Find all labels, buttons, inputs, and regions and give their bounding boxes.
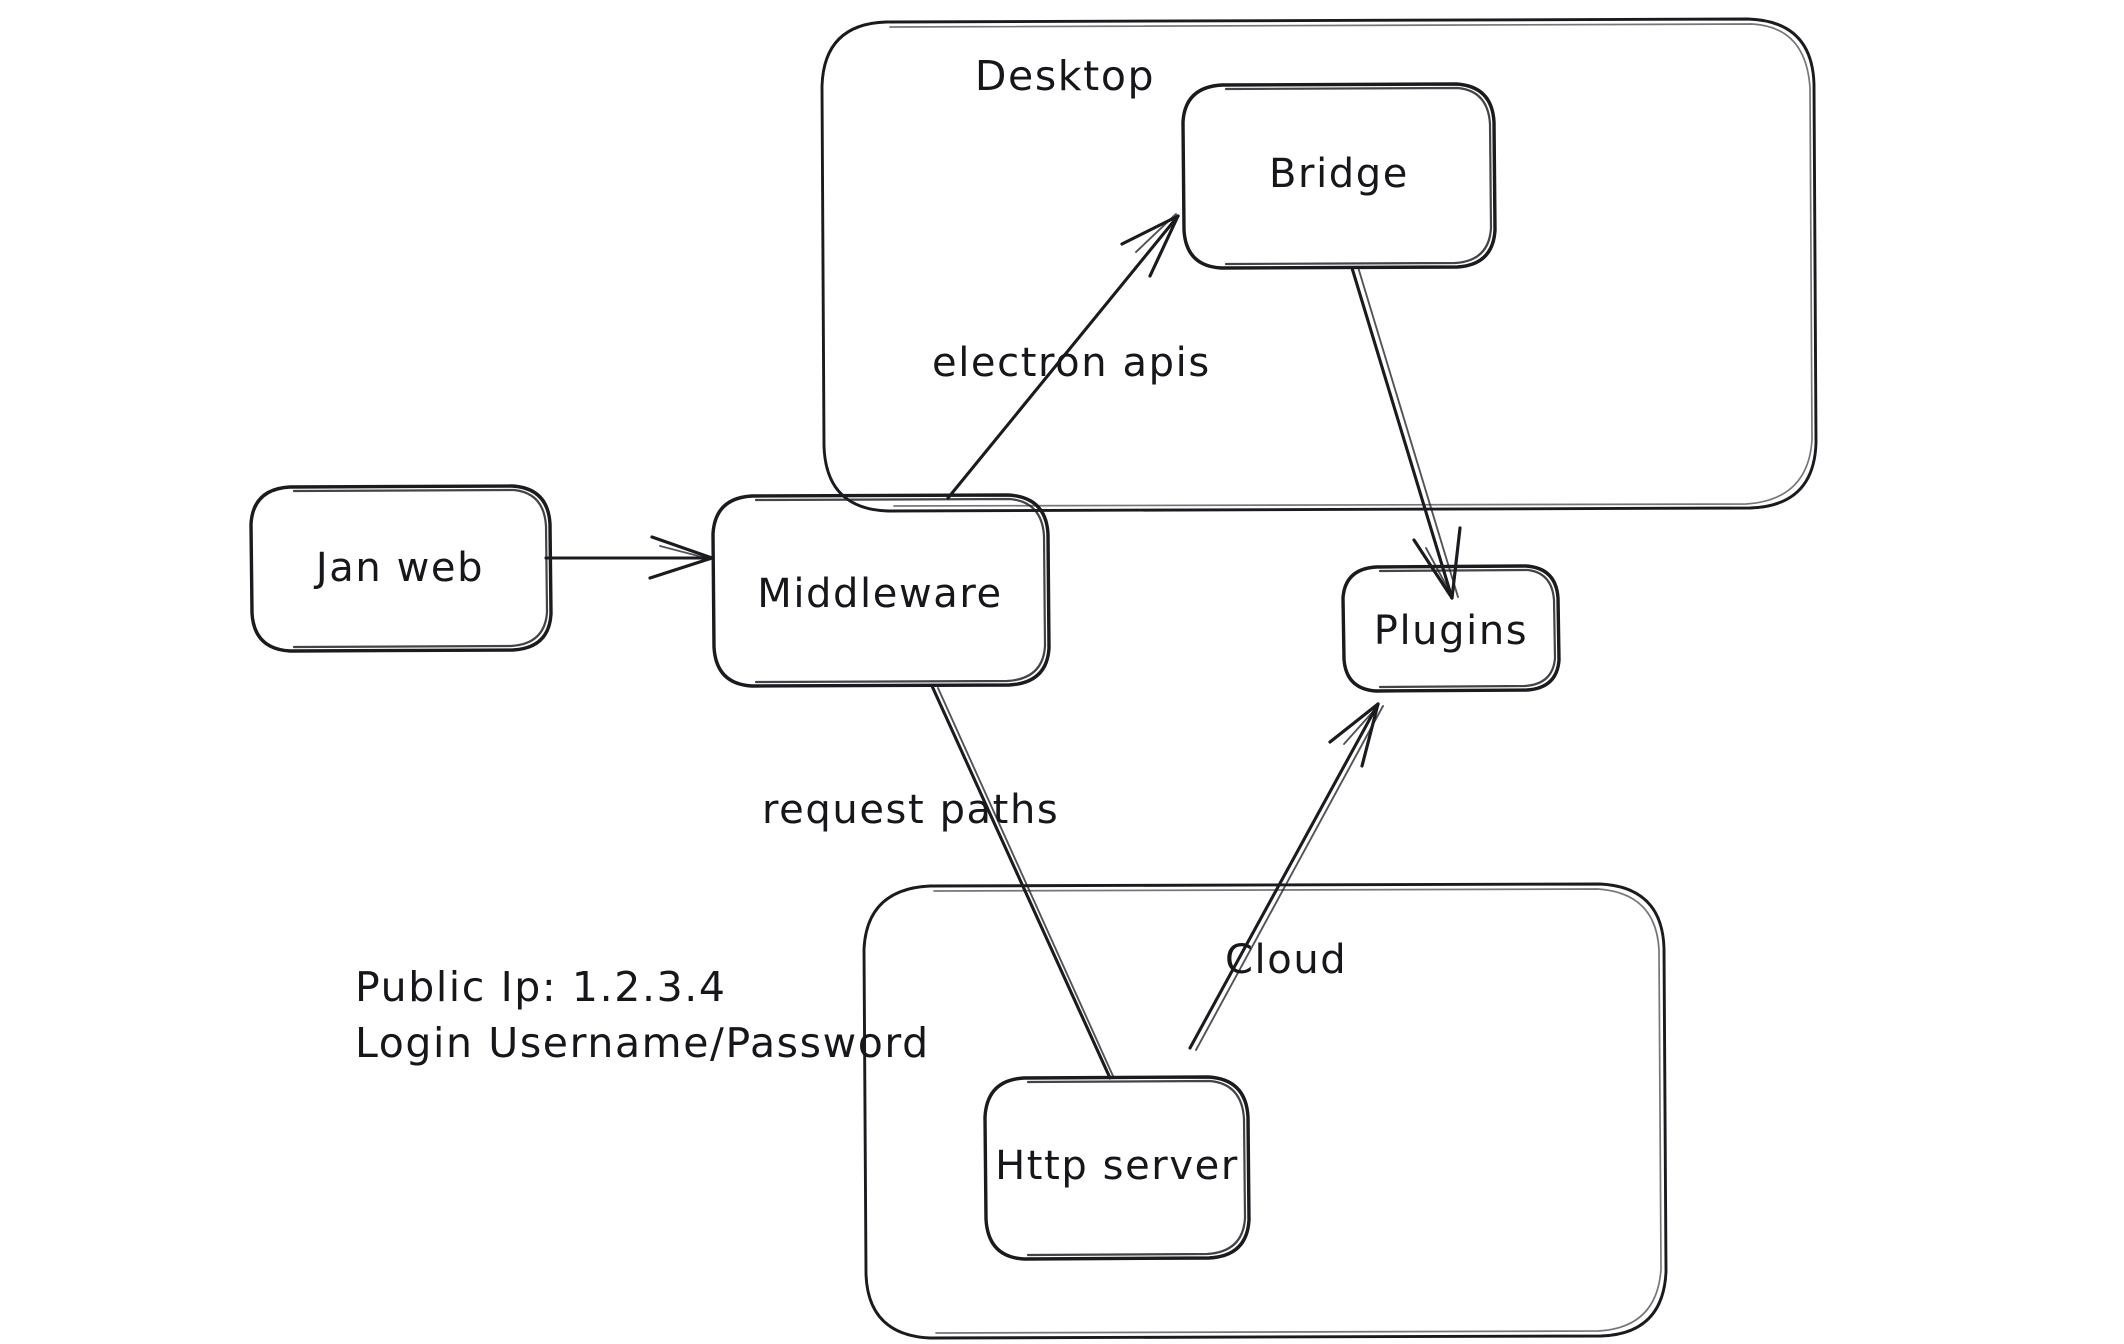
node-border xyxy=(983,1075,1251,1261)
node-label-middleware: Middleware xyxy=(757,571,1003,617)
node-border-sketch xyxy=(1224,86,1493,266)
node-label-jan-web: Jan web xyxy=(313,545,484,591)
group-cloud[interactable] xyxy=(862,882,1668,1340)
node-plugins[interactable]: Plugins xyxy=(1341,564,1561,693)
node-http-server[interactable]: Http server xyxy=(983,1075,1251,1261)
node-border-sketch xyxy=(292,488,549,649)
group-desktop[interactable] xyxy=(820,17,1818,513)
edge-line xyxy=(930,684,1112,1080)
desktop-group-border-sketch xyxy=(889,23,1813,507)
arrow-head-left xyxy=(1328,702,1380,744)
edge-line-sketch xyxy=(1357,266,1459,598)
arrow-head-top xyxy=(650,535,714,560)
edge-httpserver-to-plugins[interactable] xyxy=(1188,702,1384,1051)
edge-label-electron-apis: electron apis xyxy=(932,340,1211,386)
edge-label-request-paths: request paths xyxy=(762,787,1059,833)
arrow-head-bottom xyxy=(648,556,714,580)
arrow-head-right xyxy=(1450,526,1462,600)
arrow-head-left xyxy=(1412,538,1454,600)
node-border-sketch xyxy=(1026,1079,1247,1257)
node-label-bridge: Bridge xyxy=(1269,151,1409,197)
desktop-group-border xyxy=(820,17,1818,513)
edge-label-cloud: Cloud xyxy=(1225,937,1347,983)
arrow-head-extra xyxy=(659,545,711,560)
edge-line-sketch xyxy=(937,687,1114,1077)
arrow-head-right xyxy=(1360,702,1380,768)
cloud-group-border xyxy=(862,882,1668,1340)
arrow-head-extra xyxy=(1135,213,1177,253)
arrow-head-extra xyxy=(1343,705,1379,745)
edge-middleware-to-httpserver[interactable] xyxy=(930,684,1114,1080)
node-border-sketch xyxy=(754,497,1047,684)
note-login: Login Username/Password xyxy=(355,1019,930,1067)
node-label-plugins: Plugins xyxy=(1374,608,1528,654)
edge-bridge-to-plugins[interactable] xyxy=(1350,266,1462,600)
edge-middleware-to-bridge[interactable] xyxy=(946,213,1180,500)
notes-block: Public Ip: 1.2.3.4 Login Username/Passwo… xyxy=(355,963,930,1067)
arrow-head-right xyxy=(1148,214,1180,278)
edge-line xyxy=(1350,266,1454,600)
node-border xyxy=(249,484,553,653)
edge-line xyxy=(946,214,1180,500)
node-border xyxy=(711,493,1051,688)
cloud-group-border-sketch xyxy=(933,888,1662,1334)
node-bridge[interactable]: Bridge xyxy=(1181,82,1497,270)
note-public-ip: Public Ip: 1.2.3.4 xyxy=(355,963,727,1011)
edge-line-sketch xyxy=(1195,705,1384,1051)
node-label-http-server: Http server xyxy=(995,1143,1239,1189)
node-middleware[interactable]: Middleware xyxy=(711,493,1051,688)
node-border-sketch xyxy=(1378,568,1557,689)
edge-line xyxy=(1188,702,1380,1050)
arrow-head-extra xyxy=(1425,547,1453,597)
group-label-desktop: Desktop xyxy=(975,52,1155,100)
node-border xyxy=(1181,82,1497,270)
node-jan-web[interactable]: Jan web xyxy=(249,484,553,653)
node-border xyxy=(1341,564,1561,693)
edge-janweb-to-middleware[interactable] xyxy=(544,535,714,580)
